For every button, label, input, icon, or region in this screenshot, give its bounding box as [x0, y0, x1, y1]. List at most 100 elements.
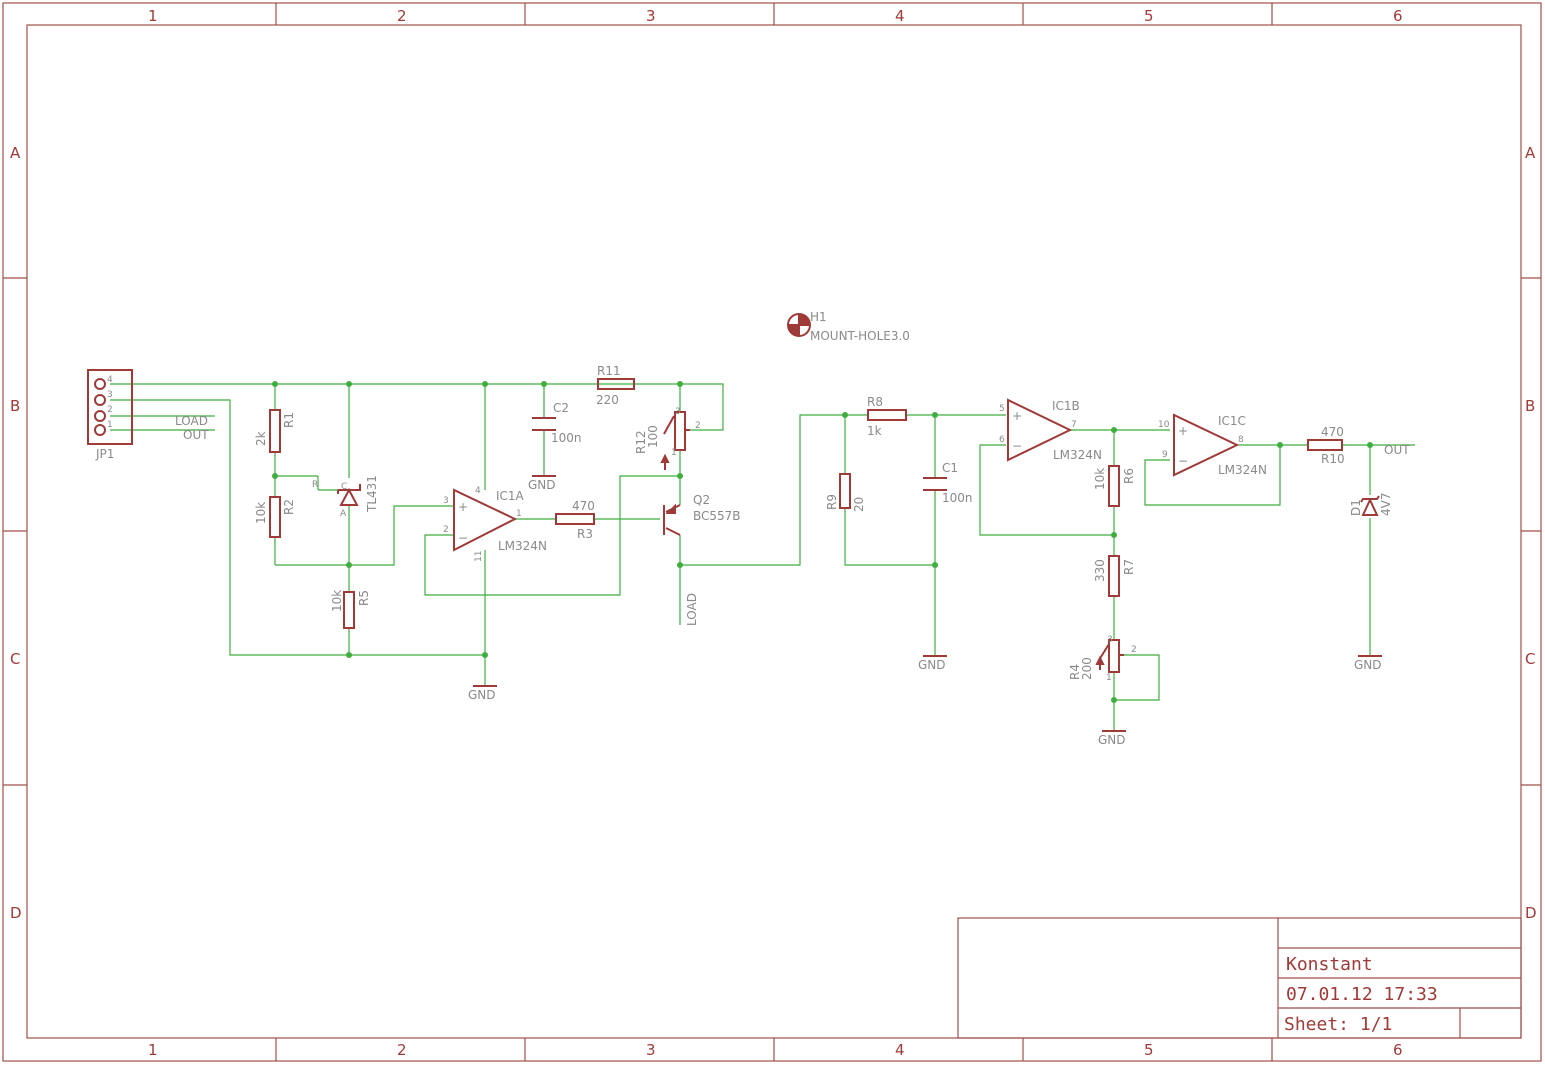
col-marker: 3 [646, 7, 656, 25]
svg-text:−: − [1178, 454, 1188, 468]
r10-name: R10 [1321, 452, 1345, 466]
resistor-r7: 330 R7 [1093, 555, 1136, 597]
ic1c-name: IC1C [1218, 414, 1246, 428]
row-marker: A [10, 144, 21, 162]
jp1-name: JP1 [95, 447, 114, 461]
r4-pin: 1 [1106, 673, 1112, 683]
row-marker: D [1525, 904, 1537, 922]
net-label-out: OUT [1384, 443, 1410, 457]
gnd-symbol-d1: GND [1354, 655, 1382, 672]
ic1c-pin: 10 [1158, 420, 1170, 430]
ic1b-pin: 7 [1071, 420, 1077, 430]
svg-text:GND: GND [918, 658, 946, 672]
col-marker: 4 [895, 7, 905, 25]
col-marker: 1 [148, 7, 158, 25]
opamp-ic1b: + − 5 6 7 IC1B LM324N [999, 398, 1102, 462]
transistor-q2: Q2 BC557B [663, 493, 741, 536]
column-markers-bottom: 1 2 3 4 5 6 [148, 1041, 1403, 1059]
r2-name: R2 [282, 499, 296, 515]
potentiometer-r4: 3 1 2 R4 200 [1068, 635, 1137, 683]
ic1c-value: LM324N [1218, 463, 1267, 477]
col-marker: 3 [646, 1041, 656, 1059]
ic1b-value: LM324N [1053, 448, 1102, 462]
q2-name: Q2 [693, 493, 710, 507]
r12-pin: 3 [675, 407, 681, 417]
gnd-symbol-c1: GND [918, 655, 947, 672]
col-marker: 2 [397, 1041, 407, 1059]
column-markers-top: 1 2 3 4 5 6 [148, 7, 1403, 25]
r1-name: R1 [282, 412, 296, 428]
connector-jp1: 4 3 2 1 JP1 LOAD OUT [87, 369, 209, 461]
jp1-pin: 4 [107, 375, 113, 385]
ic1a-pin: 2 [443, 525, 449, 535]
r7-name: R7 [1122, 559, 1136, 575]
gnd-symbol-c2: GND [528, 475, 556, 492]
c1-value: 100n [942, 491, 973, 505]
ic1a-name: IC1A [496, 489, 525, 503]
svg-text:+: + [1178, 424, 1188, 438]
r3-value: 470 [572, 499, 595, 513]
col-marker: 4 [895, 1041, 905, 1059]
tl431-value: TL431 [365, 475, 379, 513]
col-marker: 2 [397, 7, 407, 25]
svg-text:GND: GND [1354, 658, 1382, 672]
r11-name: R11 [597, 364, 621, 378]
project-title: Konstant [1286, 954, 1373, 975]
r2-value: 10k [254, 502, 268, 524]
row-markers-left: A B C D [10, 144, 22, 922]
ic1a-pin: 3 [443, 496, 449, 506]
net-label-out: OUT [183, 428, 209, 442]
r4-value: 200 [1080, 657, 1094, 680]
resistor-r11: R11 220 [596, 364, 635, 407]
jp1-pin: 2 [107, 405, 113, 415]
col-marker: 5 [1144, 1041, 1154, 1059]
ic1b-pin: 6 [999, 435, 1005, 445]
c2-name: C2 [553, 401, 569, 415]
resistor-r9: R9 20 [825, 473, 866, 512]
r5-value: 10k [330, 590, 344, 612]
q2-value: BC557B [693, 509, 741, 523]
tl431-pin: A [340, 509, 347, 519]
col-marker: 1 [148, 1041, 158, 1059]
r6-value: 10k [1093, 468, 1107, 490]
resistor-r2: 10k R2 [254, 496, 296, 538]
c2-value: 100n [551, 431, 582, 445]
r12-name: R12 [634, 430, 648, 454]
svg-text:GND: GND [528, 478, 556, 492]
svg-text:−: − [458, 531, 468, 545]
net-label-load: LOAD [685, 593, 699, 626]
r4-pin: 3 [1107, 635, 1113, 645]
zener-diode-d1: D1 4V7 [1349, 493, 1393, 516]
potentiometer-r12: 3 1 2 R12 100 [634, 407, 701, 470]
r3-name: R3 [577, 527, 593, 541]
r7-value: 330 [1093, 559, 1107, 582]
r9-name: R9 [825, 494, 839, 510]
svg-text:GND: GND [468, 688, 496, 702]
junctions [272, 381, 1373, 703]
col-marker: 6 [1393, 7, 1403, 25]
title-block: Konstant 07.01.12 17:33 Sheet: 1/1 [957, 917, 1522, 1039]
ic1b-pin: 5 [999, 404, 1005, 414]
ic1a-pin: 1 [516, 509, 522, 519]
ic1c-pin: 9 [1162, 450, 1168, 460]
r10-value: 470 [1321, 425, 1344, 439]
opamp-ic1c: + − 10 9 8 IC1C LM324N [1158, 413, 1267, 477]
tl431-pin: C [341, 482, 347, 492]
capacitor-c1: C1 100n [923, 461, 973, 505]
d1-value: 4V7 [1379, 493, 1393, 516]
r8-value: 1k [867, 424, 882, 438]
r11-value: 220 [596, 393, 619, 407]
row-marker: D [10, 904, 22, 922]
tl431-pin: R [312, 480, 318, 490]
row-marker: C [1525, 650, 1535, 668]
r4-pin: 2 [1131, 645, 1137, 655]
row-markers-right: A B C D [1525, 144, 1537, 922]
r6-name: R6 [1122, 468, 1136, 484]
resistor-r6: 10k R6 [1093, 465, 1136, 507]
sheet-number: Sheet: 1/1 [1284, 1014, 1392, 1035]
wires [110, 383, 1415, 730]
resistor-r5: 10k R5 [330, 590, 371, 629]
mount-hole-h1: H1 MOUNT-HOLE3.0 [787, 310, 910, 343]
ic1b-name: IC1B [1052, 399, 1080, 413]
